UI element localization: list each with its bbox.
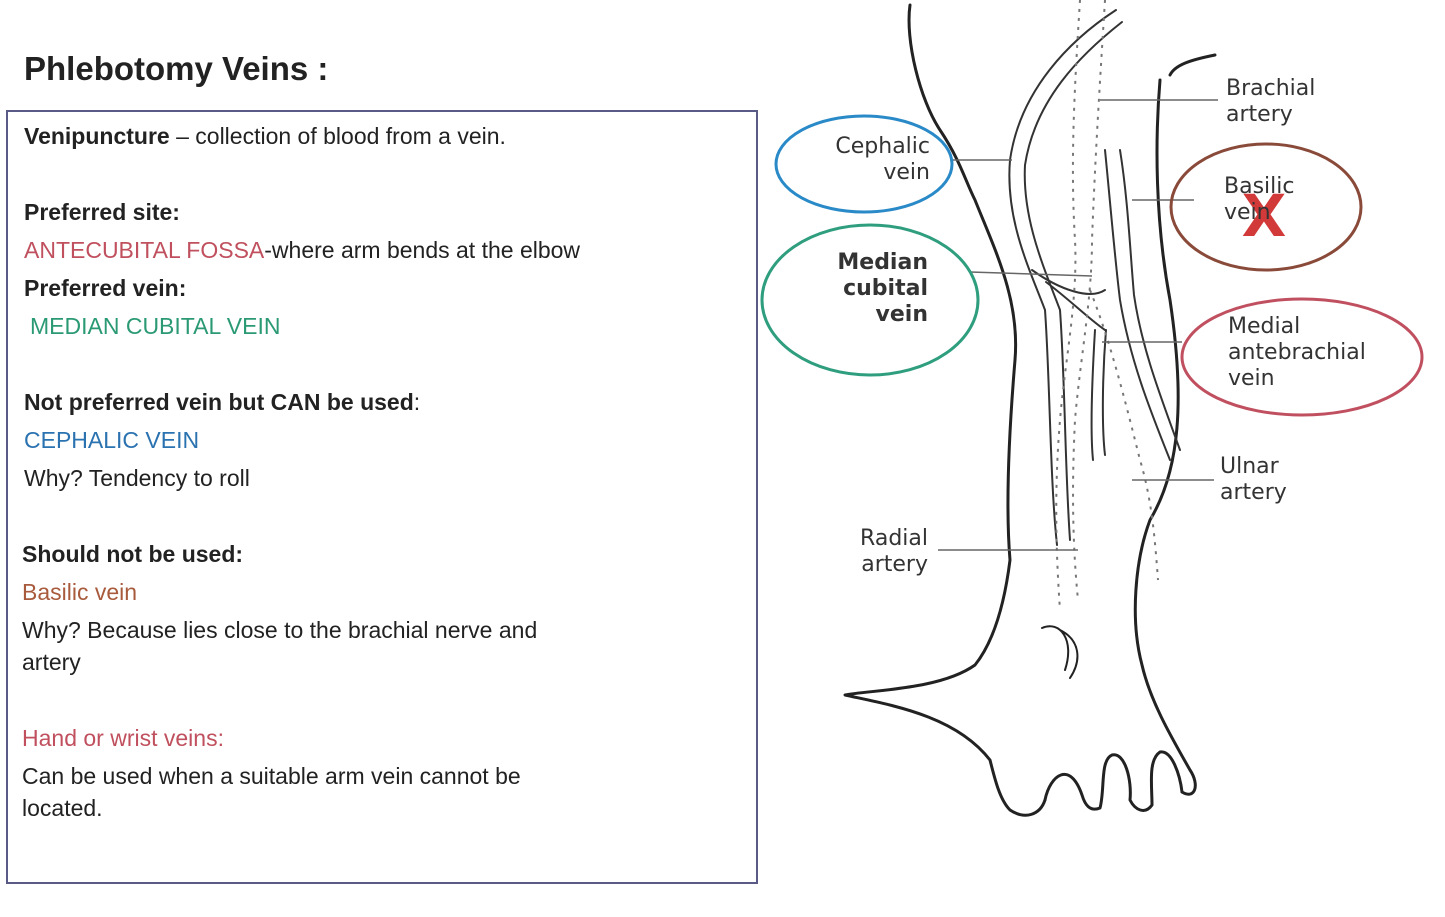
median-cubital-vein-label-line-1: Median	[837, 250, 928, 275]
basilic-vein-path	[1104, 149, 1181, 461]
should-not-value: Basilic vein	[22, 579, 138, 605]
preferred-site-heading: Preferred site:	[24, 199, 180, 225]
hand-wrist-desc-line-1: Can be used when a suitable arm vein can…	[22, 763, 521, 789]
not-preferred-line: Not preferred vein but CAN be used:	[24, 386, 420, 418]
arm-outline-right	[1133, 53, 1217, 796]
ulnar-artery-path	[1089, 289, 1159, 581]
finger-outlines	[1043, 750, 1184, 812]
should-not-heading: Should not be used:	[22, 541, 244, 567]
brachial-artery-label-line-1: Brachial	[1226, 76, 1316, 101]
hand-wrist-heading: Hand or wrist veins:	[22, 725, 224, 751]
brachial-artery-label: Brachial artery	[1226, 76, 1315, 128]
preferred-vein-value: MEDIAN CUBITAL VEIN	[30, 313, 281, 339]
cephalic-vein-label-line-1: Cephalic	[835, 134, 930, 159]
basilic-cross-mark: X	[1242, 182, 1287, 250]
arm-outline-left	[843, 3, 1047, 817]
median-cubital-vein-circle	[760, 223, 980, 377]
medial-antebrachial-vein-label-line-1: Medial	[1228, 314, 1301, 339]
ulnar-artery-label: Ulnar artery	[1220, 454, 1287, 506]
cephalic-vein-label-line-2: vein	[883, 160, 930, 185]
median-cubital-vein-label: Median cubital vein	[800, 250, 928, 328]
not-preferred-colon: :	[413, 389, 421, 415]
cephalic-vein-path	[1008, 9, 1117, 546]
radial-artery-label-line-2: artery	[861, 552, 928, 577]
arm-diagram: X Brachial artery Cephalic vein Basilic …	[760, 0, 1445, 917]
not-preferred-value: CEPHALIC VEIN	[24, 427, 200, 453]
basilic-vein-label: Basilic vein	[1224, 174, 1294, 226]
brachial-artery-path	[1055, 0, 1081, 611]
median-cubital-vein-path	[1031, 269, 1106, 331]
info-box: Venipuncture – collection of blood from …	[6, 110, 758, 884]
venipuncture-term: Venipuncture	[24, 123, 170, 149]
cephalic-vein-path-inner	[1023, 21, 1123, 541]
medial-antebrachial-vein-label-line-3: vein	[1228, 366, 1275, 391]
medial-antebrachial-vein-label: Medial antebrachial vein	[1228, 314, 1366, 392]
hand-wrist-desc-line-2: located.	[22, 795, 103, 821]
leader-median	[969, 271, 1093, 277]
medial-antebrachial-vein-path	[1090, 329, 1107, 461]
ulnar-artery-label-line-1: Ulnar	[1220, 454, 1279, 479]
venipuncture-definition: – collection of blood from a vein.	[169, 123, 506, 149]
not-preferred-why: Why? Tendency to roll	[24, 465, 250, 491]
should-not-why-line-2: artery	[22, 649, 81, 675]
basilic-vein-label-line-1: Basilic	[1224, 174, 1295, 199]
arm-illustration: X	[760, 0, 1424, 817]
radial-artery-label-line-1: Radial	[860, 526, 928, 551]
page-title: Phlebotomy Veins :	[24, 50, 329, 87]
basilic-vein-circle	[1169, 142, 1363, 272]
venipuncture-line: Venipuncture – collection of blood from …	[24, 120, 506, 152]
brachial-artery-label-line-2: artery	[1226, 102, 1293, 127]
cephalic-vein-circle	[774, 114, 954, 214]
median-cubital-vein-label-line-3: vein	[875, 302, 928, 327]
medial-antebrachial-vein-label-line-2: antebrachial	[1228, 340, 1366, 365]
preferred-site-line: ANTECUBITAL FOSSA-where arm bends at the…	[24, 234, 580, 266]
cephalic-vein-label: Cephalic vein	[790, 134, 930, 186]
median-cubital-vein-label-line-2: cubital	[843, 276, 928, 301]
not-preferred-heading: Not preferred vein but CAN be used	[24, 389, 414, 415]
brachial-artery-path-2	[1072, 0, 1106, 601]
preferred-site-description: -where arm bends at the elbow	[264, 237, 581, 263]
medial-antebrachial-vein-circle	[1180, 297, 1424, 417]
palm-creases	[1041, 625, 1079, 679]
ulnar-artery-label-line-2: artery	[1220, 480, 1287, 505]
radial-artery-label: Radial artery	[800, 526, 928, 578]
preferred-site-value: ANTECUBITAL FOSSA	[24, 237, 265, 263]
should-not-why-line-1: Why? Because lies close to the brachial …	[22, 617, 538, 643]
basilic-vein-label-line-2: vein	[1224, 200, 1271, 225]
preferred-vein-heading: Preferred vein:	[24, 275, 187, 301]
